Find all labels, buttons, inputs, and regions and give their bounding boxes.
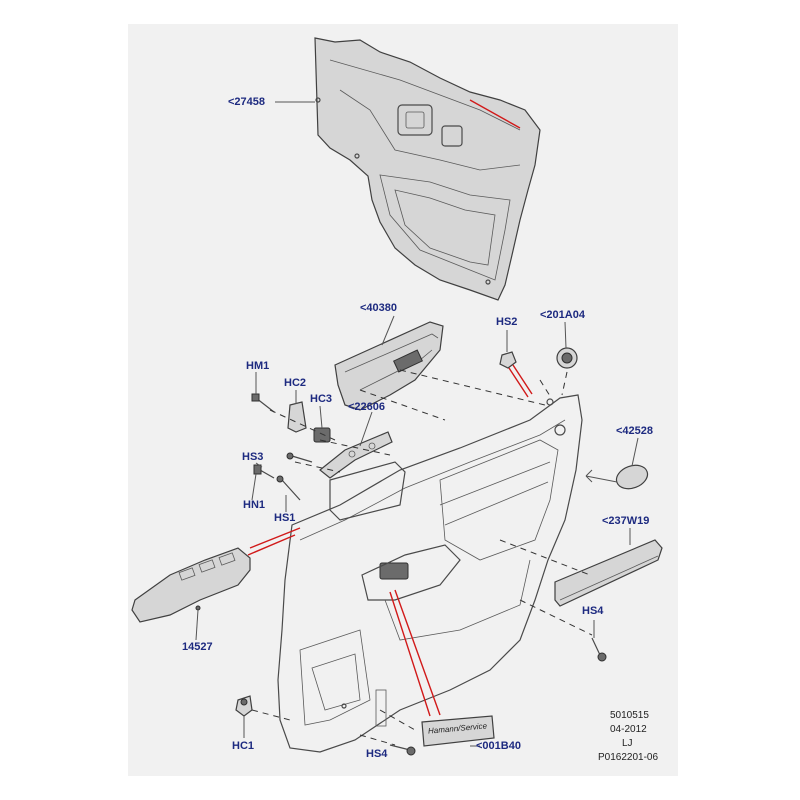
door-inner-panel-27458	[314, 37, 541, 301]
callout-hm1: HM1	[246, 360, 270, 372]
armrest-40380	[334, 321, 444, 411]
callout-hs2: HS2	[496, 316, 518, 328]
footer-ref: 5010515	[610, 710, 649, 721]
callout-hs4-right: HS4	[582, 605, 604, 617]
highlight-lines	[247, 364, 533, 717]
callout-237w19: <237W19	[602, 515, 650, 527]
callout-hc3: HC3	[310, 393, 333, 405]
callout-hn1: HN1	[243, 499, 266, 511]
speaker-cover-42528	[585, 464, 649, 490]
badge-001b40	[421, 715, 495, 747]
assembly-lines	[251, 369, 593, 746]
screw-hn1	[253, 464, 275, 479]
leader-lines	[195, 101, 639, 747]
callout-001b40: <001B40	[476, 740, 521, 752]
bolt-hs4-right	[591, 637, 607, 662]
door-trim-panel	[277, 394, 583, 753]
callout-hs1: HS1	[274, 512, 296, 524]
callout-hc2: HC2	[284, 377, 307, 389]
handle-bracket-22606	[319, 431, 393, 479]
callout-22606: <22606	[348, 401, 386, 413]
trim-strip-237w19	[554, 539, 663, 607]
callout-14527: 14527	[182, 641, 213, 653]
callout-42528: <42528	[616, 425, 654, 437]
callout-hc1: HC1	[232, 740, 255, 752]
bracket-hc2	[287, 401, 307, 433]
callout-40380: <40380	[360, 302, 398, 314]
callout-hs3: HS3	[242, 451, 264, 463]
fixing-201a04	[556, 347, 578, 369]
footer-drawing: P0162201-06	[598, 752, 659, 763]
screw-hm1	[251, 393, 275, 413]
callout-hs4-bottom: HS4	[366, 748, 388, 760]
clip-hc1	[235, 695, 253, 717]
nut-hc3	[313, 427, 331, 443]
footer-code: LJ	[622, 738, 633, 749]
callout-27458: <27458	[228, 96, 266, 108]
footer-date: 04-2012	[610, 724, 647, 735]
clip-hs2	[499, 351, 517, 369]
bolt-hs4-bottom	[389, 744, 416, 756]
callout-201a04: <201A04	[540, 309, 585, 321]
bolt-hs1	[276, 475, 301, 501]
switch-pack-14527	[131, 547, 251, 623]
screw-hs3	[286, 452, 313, 463]
